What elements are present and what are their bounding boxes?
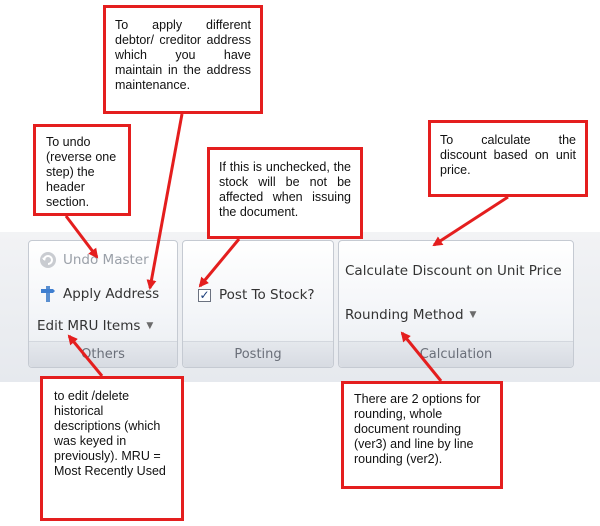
apply-address-button[interactable]: Apply Address [39, 285, 159, 303]
calculate-discount-button[interactable]: Calculate Discount on Unit Price [345, 263, 562, 279]
callout-undo: To undo (reverse one step) the header se… [33, 124, 131, 216]
ribbon-group-others: Undo Master Apply Address Edit MRU Items… [28, 240, 178, 368]
undo-master-button[interactable]: Undo Master [39, 251, 149, 269]
undo-icon [39, 251, 57, 269]
callout-rounding: There are 2 options for rounding, whole … [341, 381, 503, 489]
callout-calculate-discount: To calculate the discount based on unit … [428, 120, 588, 197]
callout-edit-mru: to edit /delete historical descriptions … [40, 376, 184, 521]
group-title-posting: Posting [183, 341, 333, 367]
ribbon-group-posting: ✓ Post To Stock? Posting [182, 240, 334, 368]
arrow-edit-mru [67, 334, 104, 377]
arrow-rounding [400, 331, 443, 382]
rounding-method-label: Rounding Method [345, 307, 464, 323]
post-to-stock-label: Post To Stock? [219, 287, 315, 303]
rounding-method-dropdown[interactable]: Rounding Method ▼ [345, 307, 476, 323]
apply-address-icon [39, 285, 57, 303]
ribbon-group-calculation: Calculate Discount on Unit Price Roundin… [338, 240, 574, 368]
undo-master-label: Undo Master [63, 252, 149, 268]
arrow-calculate-discount [432, 195, 509, 247]
calculate-discount-label: Calculate Discount on Unit Price [345, 263, 562, 279]
chevron-down-icon: ▼ [469, 310, 477, 320]
chevron-down-icon: ▼ [146, 321, 154, 331]
arrow-apply-address [146, 113, 184, 290]
apply-address-label: Apply Address [63, 286, 160, 302]
post-to-stock-checkbox[interactable]: ✓ Post To Stock? [198, 287, 315, 303]
arrow-post-to-stock [198, 238, 241, 288]
arrow-undo [64, 215, 99, 259]
checkbox-icon[interactable]: ✓ [198, 287, 211, 302]
group-title-others: Others [29, 341, 177, 367]
callout-post-to-stock: If this is unchecked, the stock will be … [207, 147, 363, 239]
group-title-calculation: Calculation [339, 341, 573, 367]
edit-mru-items-dropdown[interactable]: Edit MRU Items ▼ [37, 318, 153, 334]
edit-mru-items-label: Edit MRU Items [37, 318, 141, 334]
callout-apply-address: To apply different debtor/ creditor addr… [103, 5, 263, 114]
